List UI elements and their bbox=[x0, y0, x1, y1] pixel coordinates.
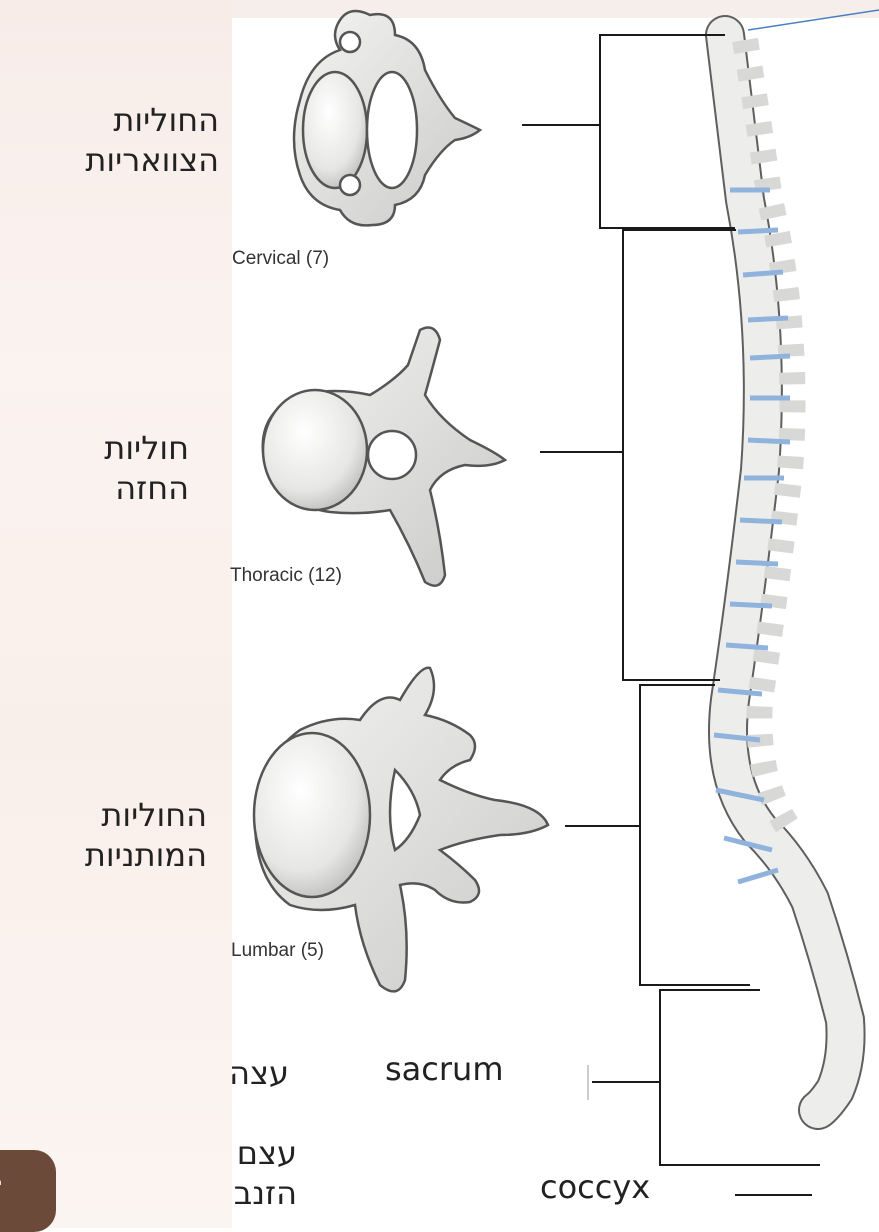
logo-text: הס bbox=[0, 1178, 2, 1188]
cervical-label-he-line2: הצוואריות bbox=[85, 140, 219, 180]
lumbar-label-he-line1: החוליות bbox=[85, 795, 207, 835]
thoracic-vertebra-illustration bbox=[263, 328, 505, 586]
coccyx-label-en: coccyx bbox=[540, 1168, 650, 1206]
lumbar-label-he-line2: המותניות bbox=[85, 835, 207, 875]
lumbar-label-he: החוליות המותניות bbox=[85, 795, 207, 875]
cervical-label-he: החוליות הצוואריות bbox=[85, 100, 219, 180]
institution-logo: הס bbox=[0, 1150, 56, 1232]
sacrum-label-he: עצה bbox=[229, 1053, 289, 1093]
cervical-label-he-line1: החוליות bbox=[85, 100, 219, 140]
thoracic-label-he-line2: החזה bbox=[104, 468, 189, 508]
spinal-column-illustration bbox=[714, 35, 846, 1110]
thoracic-label-en: Thoracic (12) bbox=[230, 565, 342, 587]
coccyx-label-he-line2: הזנב bbox=[234, 1173, 297, 1213]
thoracic-label-he-line1: חוליות bbox=[104, 428, 189, 468]
cervical-vertebra-illustration bbox=[294, 11, 480, 225]
coccyx-label-he-line1: עצם bbox=[234, 1133, 297, 1173]
top-pointer-line bbox=[748, 10, 879, 30]
cervical-label-en: Cervical (7) bbox=[232, 248, 329, 270]
lumbar-label-en: Lumbar (5) bbox=[231, 940, 324, 962]
thoracic-label-he: חוליות החזה bbox=[104, 428, 189, 508]
sacrum-label-he-line1: עצה bbox=[229, 1053, 289, 1093]
sacrum-label-en: sacrum bbox=[385, 1050, 503, 1088]
coccyx-label-he: עצם הזנב bbox=[234, 1133, 297, 1213]
